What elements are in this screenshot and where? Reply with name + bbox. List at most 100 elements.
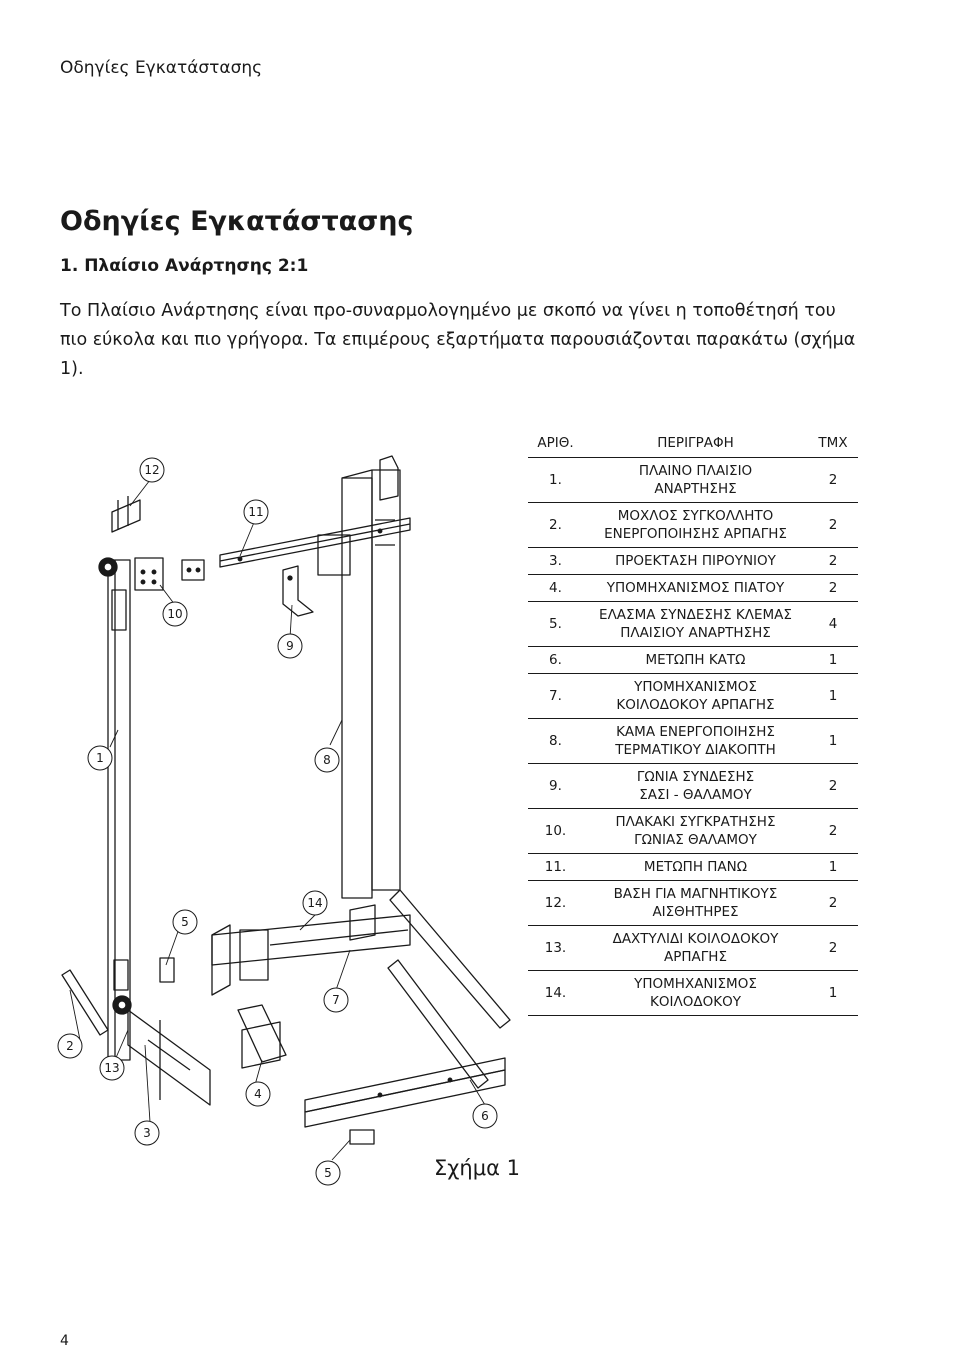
part-description-line: ΜΕΤΩΠΗ ΠΑΝΩ	[643, 859, 748, 875]
activation-lever	[61, 969, 109, 1036]
part-quantity: 1	[808, 646, 858, 674]
part-description-line: ΤΕΡΜΑΤΙΚΟΥ ΔΙΑΚΟΠΤΗ	[615, 742, 776, 758]
top-rail	[219, 517, 411, 568]
part-description: ΠΛΑΚΑΚΙ ΣΥΓΚΡΑΤΗΣΗΣ ΓΩΝΙΑΣ ΘΑΛΑΜΟΥ	[583, 808, 808, 854]
fork-extension	[127, 1009, 211, 1106]
part-quantity: 2	[808, 808, 858, 854]
part-description: ΜΟΧΛΟΣ ΣΥΓΚΟΛΛΗΤΟ ΕΝΕΡΓΟΠΟΙΗΣΗΣ ΑΡΠΑΓΗΣ	[583, 502, 808, 548]
part-description-line: ΑΡΠΑΓΗΣ	[664, 949, 727, 965]
part-quantity: 4	[808, 601, 858, 647]
part-number: 12.	[528, 880, 583, 926]
callout-label: 9	[286, 639, 294, 653]
right-side-frame	[317, 455, 401, 899]
part-number: 1.	[528, 457, 583, 503]
table-row: 13. ΔΑΧΤΥΛΙΔΙ ΚΟΙΛΟΔΟΚΟΥ ΑΡΠΑΓΗΣ 2	[528, 925, 858, 971]
corner-plate	[134, 557, 164, 591]
bottom-rail	[304, 1057, 506, 1128]
part-description-line: ΠΡΟΕΚΤΑΣΗ ΠΙΡΟΥΝΙΟΥ	[615, 553, 776, 569]
callout-label: 5	[181, 915, 189, 929]
callout-label: 6	[481, 1109, 489, 1123]
plate-mechanism	[237, 1004, 287, 1069]
page-title: Οδηγίες Εγκατάστασης	[60, 206, 414, 237]
part-number: 2.	[528, 502, 583, 548]
part-number: 6.	[528, 646, 583, 674]
callout-label: 7	[332, 993, 340, 1007]
part-description: ΒΑΣΗ ΓΙΑ ΜΑΓΝΗΤΙΚΟΥΣ ΑΙΣΘΗΤΗΡΕΣ	[583, 880, 808, 926]
figure-caption: Σχήμα 1	[434, 1156, 520, 1180]
callout-label: 3	[143, 1126, 151, 1140]
part-description-line: ΕΝΕΡΓΟΠΟΙΗΣΗΣ ΑΡΠΑΓΗΣ	[604, 526, 787, 542]
table-row: 5. ΕΛΑΣΜΑ ΣΥΝΔΕΣΗΣ ΚΛΕΜΑΣ ΠΛΑΙΣΙΟΥ ΑΝΑΡΤΗΣ…	[528, 601, 858, 647]
part-description-line: ΠΛΑΙΣΙΟΥ ΑΝΑΡΤΗΣΗΣ	[620, 625, 771, 641]
part-quantity: 2	[808, 925, 858, 971]
part-quantity: 2	[808, 457, 858, 503]
part-quantity: 1	[808, 718, 858, 764]
part-description-line: ΠΛΑΙΝΟ ΠΛΑΙΣΙΟ	[638, 463, 753, 479]
part-description-line: ΑΙΣΘΗΤΗΡΕΣ	[652, 904, 739, 920]
part-quantity: 1	[808, 970, 858, 1016]
diagonal-strut	[387, 889, 511, 1089]
callout-label: 10	[167, 607, 182, 621]
parts-table-header: ΑΡΙΘ. ΠΕΡΙΓΡΑΦΗ ΤΜΧ	[528, 429, 858, 458]
part-description-line: ΒΑΣΗ ΓΙΑ ΜΑΓΝΗΤΙΚΟΥΣ	[613, 886, 778, 902]
table-row: 14. ΥΠΟΜΗΧΑΝΙΣΜΟΣ ΚΟΙΛΟΔΟΚΟΥ 1	[528, 970, 858, 1016]
part-number: 11.	[528, 853, 583, 881]
part-number: 10.	[528, 808, 583, 854]
callout-label: 4	[254, 1087, 262, 1101]
callout-label: 1	[96, 751, 104, 765]
angle-bracket	[282, 565, 314, 617]
lower-carriage	[211, 904, 411, 996]
part-description-line: ΥΠΟΜΗΧΑΝΙΣΜΟΣ ΠΙΑΤΟΥ	[606, 580, 785, 596]
table-row: 1. ΠΛΑΙΝΟ ΠΛΑΙΣΙΟ ΑΝΑΡΤΗΣΗΣ 2	[528, 457, 858, 503]
part-description-line: ΠΛΑΚΑΚΙ ΣΥΓΚΡΑΤΗΣΗΣ	[615, 814, 776, 830]
callout-label: 11	[248, 505, 263, 519]
part-description-line: ΚΟΙΛΟΔΟΚΟΥ	[650, 994, 741, 1010]
part-quantity: 2	[808, 880, 858, 926]
retaining-plate	[181, 559, 205, 581]
part-description: ΔΑΧΤΥΛΙΔΙ ΚΟΙΛΟΔΟΚΟΥ ΑΡΠΑΓΗΣ	[583, 925, 808, 971]
left-side-frame	[98, 557, 132, 1061]
part-number: 9.	[528, 763, 583, 809]
running-header: Οδηγίες Εγκατάστασης	[60, 58, 263, 78]
column-header-quantity: ΤΜΧ	[808, 429, 858, 458]
callout-label: 5	[324, 1166, 332, 1180]
part-description-line: ΓΩΝΙΑΣ ΘΑΛΑΜΟΥ	[634, 832, 757, 848]
part-description: ΥΠΟΜΗΧΑΝΙΣΜΟΣ ΠΙΑΤΟΥ	[583, 574, 808, 602]
connection-plate	[159, 957, 375, 1145]
part-number: 5.	[528, 601, 583, 647]
column-header-description: ΠΕΡΙΓΡΑΦΗ	[583, 429, 808, 458]
parts-table: ΑΡΙΘ. ΠΕΡΙΓΡΑΦΗ ΤΜΧ 1. ΠΛΑΙΝΟ ΠΛΑΙΣΙΟ ΑΝΑΡ…	[528, 429, 858, 1016]
part-number: 13.	[528, 925, 583, 971]
part-quantity: 2	[808, 763, 858, 809]
part-description-line: ΕΛΑΣΜΑ ΣΥΝΔΕΣΗΣ ΚΛΕΜΑΣ	[599, 607, 792, 623]
callout-label: 2	[66, 1039, 74, 1053]
part-description: ΠΡΟΕΚΤΑΣΗ ΠΙΡΟΥΝΙΟΥ	[583, 547, 808, 575]
exploded-frame-diagram: 12 11 10 9 1 8 14 5 7 2 13 4 6 3 5	[57, 455, 511, 1186]
part-description-line: ΑΝΑΡΤΗΣΗΣ	[654, 481, 737, 497]
part-description-line: ΥΠΟΜΗΧΑΝΙΣΜΟΣ	[634, 679, 757, 695]
sensor-bracket	[111, 496, 141, 533]
part-description-line: ΥΠΟΜΗΧΑΝΙΣΜΟΣ	[634, 976, 757, 992]
part-description: ΥΠΟΜΗΧΑΝΙΣΜΟΣ ΚΟΙΛΟΔΟΚΟΥ	[583, 970, 808, 1016]
part-description-line: ΜΟΧΛΟΣ ΣΥΓΚΟΛΛΗΤΟ	[617, 508, 774, 524]
callout-label: 8	[323, 753, 331, 767]
table-row: 10. ΠΛΑΚΑΚΙ ΣΥΓΚΡΑΤΗΣΗΣ ΓΩΝΙΑΣ ΘΑΛΑΜΟΥ 2	[528, 808, 858, 854]
column-header-number: ΑΡΙΘ.	[528, 429, 583, 458]
page-number: 4	[60, 1333, 69, 1349]
part-number: 7.	[528, 673, 583, 719]
part-description: ΜΕΤΩΠΗ ΠΑΝΩ	[583, 853, 808, 881]
part-number: 14.	[528, 970, 583, 1016]
callout-label: 13	[104, 1061, 119, 1075]
part-quantity: 2	[808, 547, 858, 575]
part-description-line: ΔΑΧΤΥΛΙΔΙ ΚΟΙΛΟΔΟΚΟΥ	[612, 931, 779, 947]
part-quantity: 1	[808, 673, 858, 719]
callout-label: 12	[144, 463, 159, 477]
